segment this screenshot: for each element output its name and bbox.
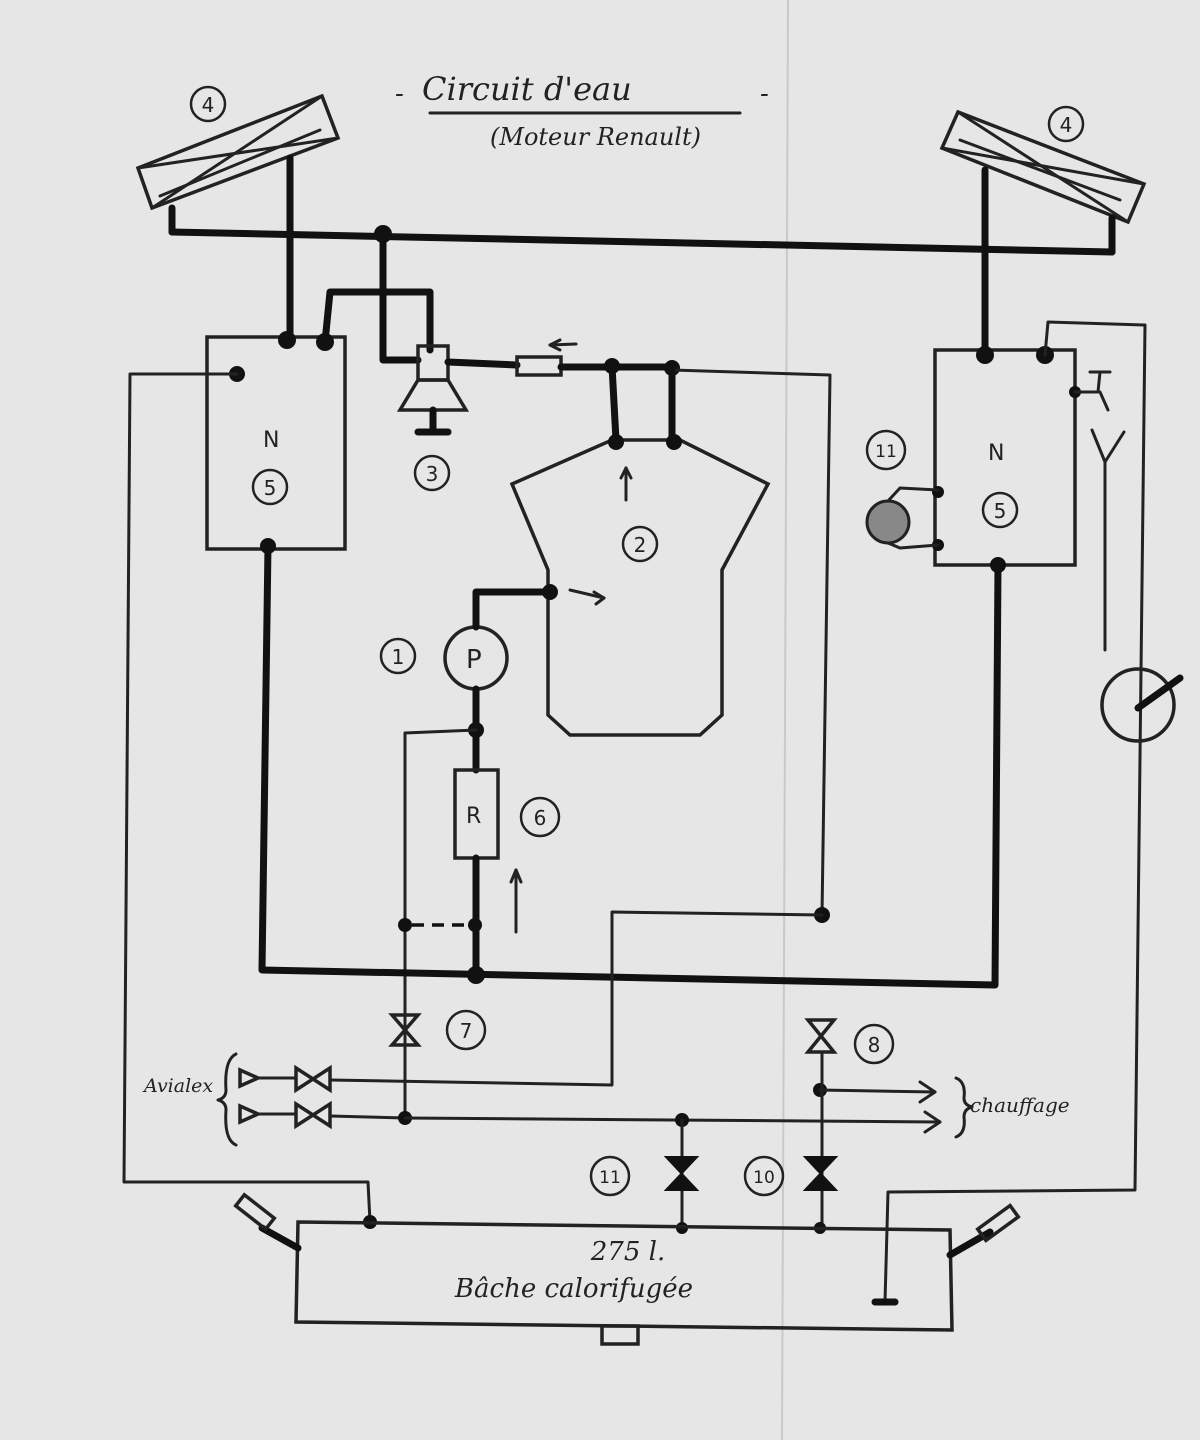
marker-thermostat: 3 [413, 454, 451, 492]
engine-outlet-pipe [670, 368, 832, 917]
svg-text:2: 2 [634, 533, 647, 557]
svg-text:6: 6 [534, 806, 547, 830]
radiator-header-pipe [168, 228, 1116, 256]
svg-text:1: 1 [392, 645, 405, 669]
drain-tap [1073, 370, 1112, 412]
svg-text:-: - [760, 79, 769, 109]
valve-11 [663, 1156, 700, 1191]
svg-text:R: R [466, 804, 481, 829]
water-pump: P [443, 584, 558, 774]
flow-restrictor [515, 355, 563, 377]
radiator-right [939, 109, 1147, 356]
diagram-subtitle: (Moteur Renault) [490, 123, 701, 151]
valve-10 [802, 1156, 839, 1191]
paper-fold-line [781, 0, 789, 1440]
marker-radiator-left: 4 [189, 85, 227, 123]
tank-vent-pipe [321, 288, 434, 354]
marker-pump: 1 [379, 637, 417, 675]
marker-engine: 2 [621, 525, 659, 563]
svg-text:4: 4 [202, 93, 215, 117]
left-outer-return-pipe [122, 372, 372, 1224]
svg-text:10: 10 [753, 1168, 775, 1188]
marker-tank-left: 5 [251, 468, 289, 506]
bottom-collector-pipe [258, 542, 1002, 989]
svg-text:7: 7 [460, 1019, 473, 1043]
right-vent-pipe [883, 320, 1147, 1304]
title-block: - Circuit d'eau - (Moteur Renault) [395, 70, 769, 151]
thermostat-supply-pipe [379, 230, 422, 364]
marker-tank-right: 5 [981, 491, 1019, 529]
marker-valve-7: 7 [445, 1009, 487, 1051]
chauffage-return-pipe [403, 1116, 942, 1124]
marker-radiator-right: 4 [1047, 105, 1085, 143]
chauffage-label: chauffage [970, 1093, 1070, 1117]
marker-valve-8: 8 [853, 1023, 895, 1065]
svg-text:N: N [263, 428, 279, 453]
svg-text:8: 8 [868, 1033, 881, 1057]
avialex-label: Avialex [142, 1075, 213, 1097]
insulated-tank [233, 1192, 1021, 1346]
marker-valve-10: 10 [743, 1155, 785, 1197]
heater-element [865, 486, 940, 550]
svg-text:-: - [395, 79, 404, 109]
temperature-gauge [1100, 667, 1184, 743]
radiator-left [135, 93, 341, 344]
expansion-tank-right: N [932, 346, 1081, 573]
valve-8 [804, 1018, 838, 1054]
marker-valve-11: 11 [589, 1155, 631, 1197]
tank-volume-label: 275 l. [590, 1237, 665, 1267]
svg-text:4: 4 [1060, 113, 1073, 137]
svg-text:3: 3 [426, 462, 439, 486]
svg-text:5: 5 [994, 499, 1007, 523]
overflow-pipe [1090, 428, 1126, 652]
expansion-tank-left: N [205, 331, 347, 554]
svg-text:5: 5 [264, 476, 277, 500]
avialex-supply-pipe [328, 910, 824, 1087]
bypass-pipe [403, 728, 478, 1120]
valve-7 [388, 1013, 422, 1047]
tank-name-label: Bâche calorifugée [454, 1274, 693, 1304]
svg-text:P: P [466, 645, 482, 675]
engine-block [509, 434, 771, 737]
diagram-title: Circuit d'eau [422, 70, 632, 108]
svg-text:N: N [988, 441, 1004, 466]
marker-filter: 6 [519, 796, 561, 838]
marker-heater: 11 [865, 429, 907, 471]
svg-text:11: 11 [599, 1168, 621, 1188]
svg-text:11: 11 [875, 442, 897, 462]
number-markers: 4 4 5 5 3 2 1 6 7 8 11 10 11 [189, 85, 1085, 1197]
filter-r: R [453, 768, 523, 979]
avialex-valves [216, 1052, 332, 1147]
